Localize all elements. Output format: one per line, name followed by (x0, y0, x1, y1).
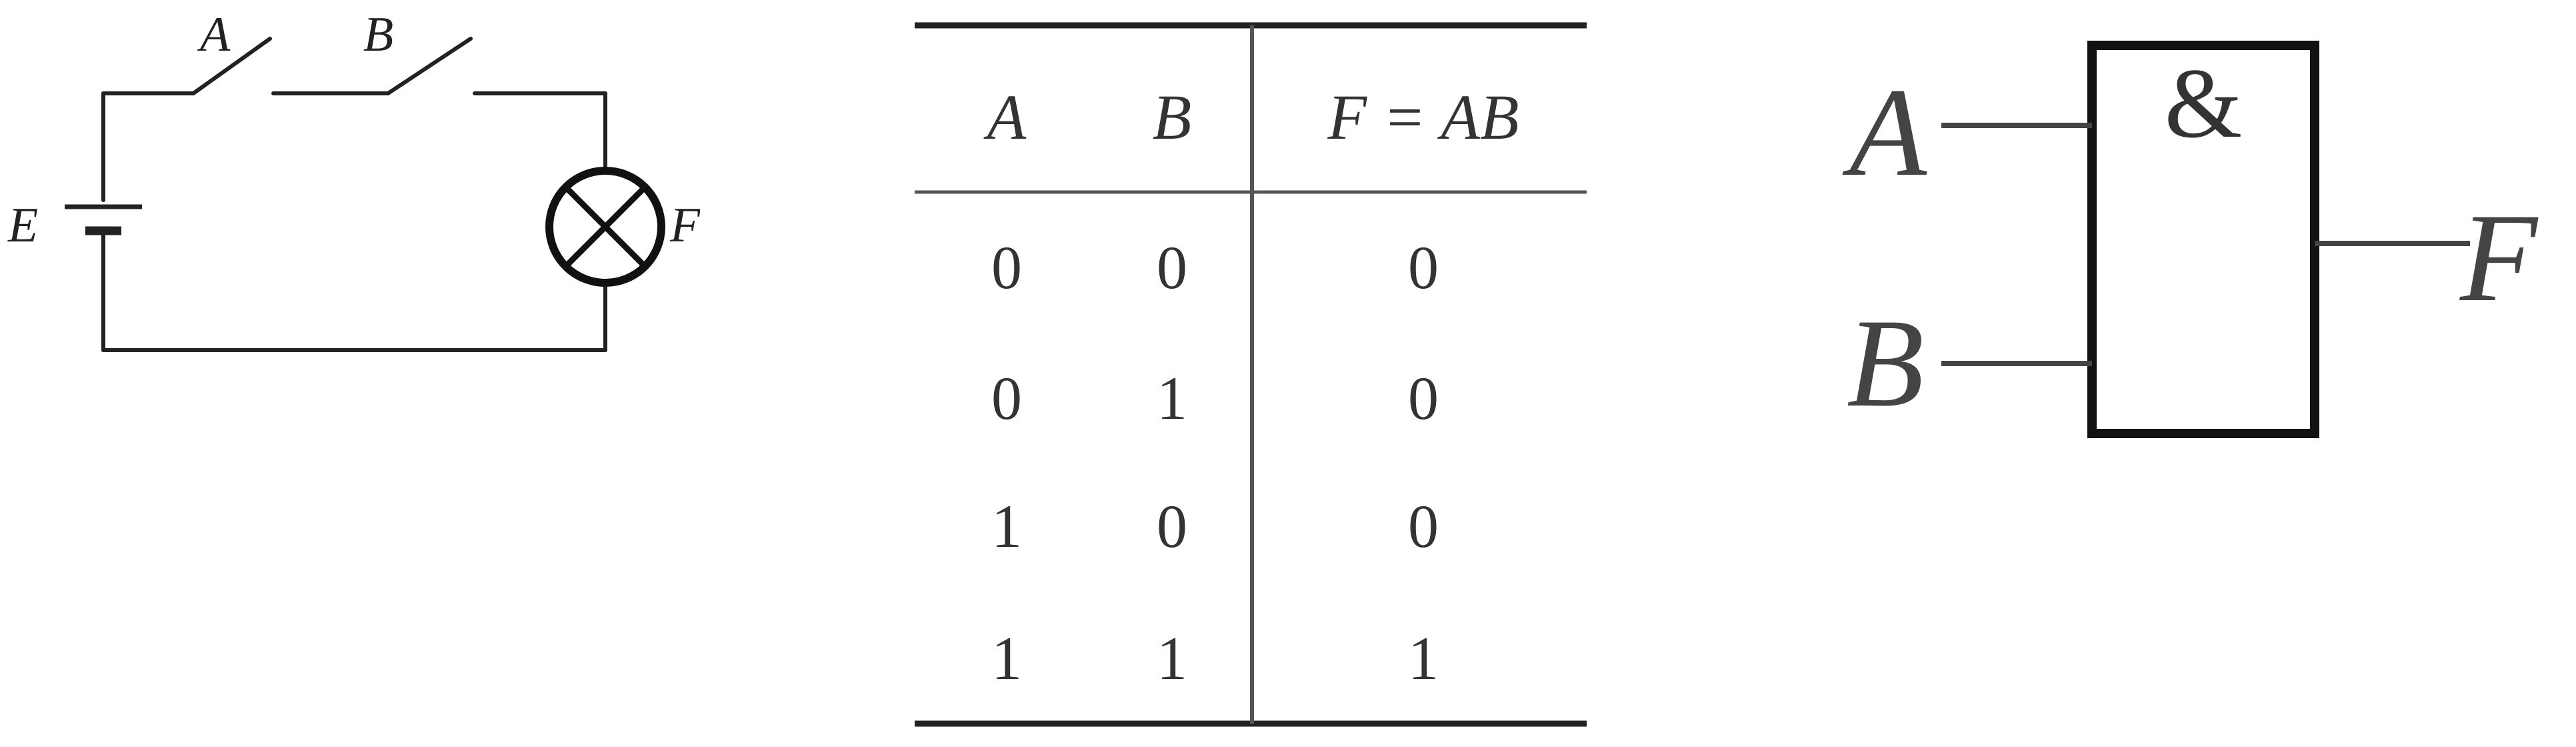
and-gate-symbol: & A B F (1842, 41, 2539, 438)
row-4-a: 1 (991, 624, 1022, 692)
switch-a (191, 37, 272, 95)
row-3-f: 0 (1408, 492, 1439, 560)
gate-input-a-label: A (1842, 63, 1927, 203)
and-truth-table: A B F = AB 0 0 0 0 1 0 1 0 0 1 1 1 (915, 22, 1587, 727)
row-1-b: 0 (1157, 233, 1187, 301)
row-4-f: 1 (1408, 624, 1439, 692)
switch-b (386, 37, 473, 95)
lamp-icon (545, 167, 665, 287)
gate-body (2087, 41, 2319, 438)
gate-and-symbol: & (2165, 48, 2243, 159)
row-2-f: 0 (1408, 364, 1439, 432)
lamp-label: F (669, 198, 700, 253)
gate-input-b-label: B (1847, 293, 1924, 434)
header-a: A (983, 81, 1027, 153)
row-2-b: 1 (1157, 364, 1187, 432)
header-f: F = AB (1327, 81, 1519, 153)
switch-a-label: A (197, 7, 231, 62)
row-1-f: 0 (1408, 233, 1439, 301)
row-3-a: 1 (991, 492, 1022, 560)
switch-b-label: B (363, 7, 393, 62)
gate-output-f-label: F (2459, 188, 2539, 328)
header-b: B (1153, 81, 1192, 153)
row-4-b: 1 (1157, 624, 1187, 692)
series-switch-circuit: A B E F (7, 7, 700, 352)
row-3-b: 0 (1157, 492, 1187, 560)
row-1-a: 0 (991, 233, 1022, 301)
battery-label: E (7, 198, 38, 253)
row-2-a: 0 (991, 364, 1022, 432)
